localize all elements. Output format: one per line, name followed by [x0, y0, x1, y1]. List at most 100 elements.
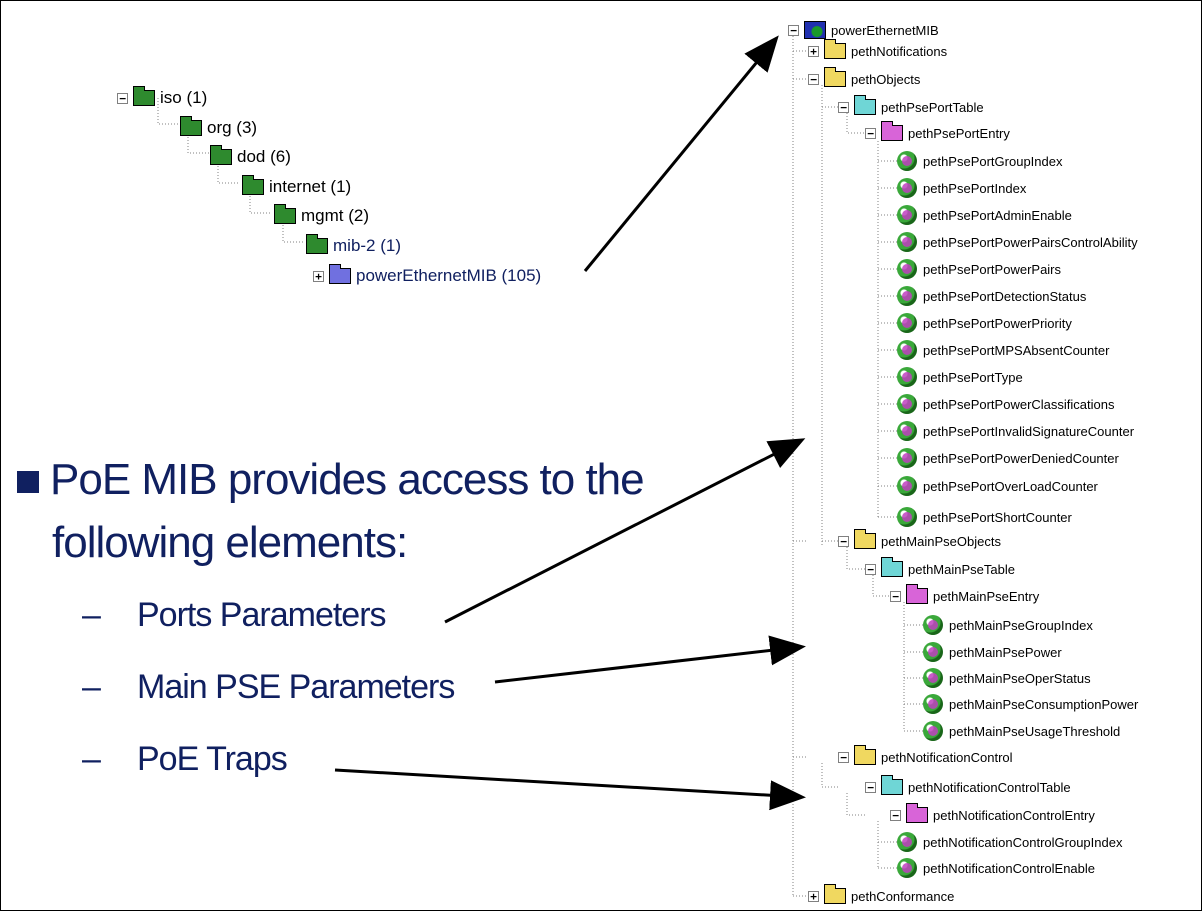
tree-leaf[interactable]: pethPsePortInvalidSignatureCounter: [897, 420, 1134, 442]
collapse-icon[interactable]: −: [890, 590, 901, 602]
tree-node-internet[interactable]: internet (1): [242, 175, 351, 198]
tree-leaf[interactable]: pethPsePortPowerClassifications: [897, 393, 1114, 415]
tree-node-conformance[interactable]: + pethConformance: [808, 884, 954, 907]
leaf-object-icon: [897, 858, 917, 878]
tree-node-notification-control-table[interactable]: − pethNotificationControlTable: [865, 775, 1071, 798]
folder-icon: [824, 67, 846, 87]
leaf-object-icon: [897, 232, 917, 252]
collapse-icon[interactable]: −: [865, 563, 876, 575]
folder-icon: [306, 234, 328, 254]
entry-icon: [906, 803, 928, 823]
tree-node-dod[interactable]: dod (6): [210, 145, 291, 168]
entry-icon: [906, 584, 928, 604]
leaf-object-icon: [897, 448, 917, 468]
tree-leaf[interactable]: pethPsePortMPSAbsentCounter: [897, 339, 1109, 361]
tree-leaf[interactable]: pethPsePortAdminEnable: [897, 204, 1072, 226]
tree-node-org[interactable]: org (3): [180, 116, 257, 139]
tree-node-root[interactable]: − powerEthernetMIB: [788, 19, 939, 41]
tree-node-main-pse-table[interactable]: − pethMainPseTable: [865, 557, 1015, 580]
mib-module-icon: [804, 21, 826, 39]
tree-leaf[interactable]: pethPsePortPowerDeniedCounter: [897, 447, 1119, 469]
tree-node-notification-control[interactable]: − pethNotificationControl: [838, 745, 1013, 768]
collapse-icon[interactable]: −: [838, 101, 849, 113]
collapse-icon[interactable]: −: [890, 809, 901, 821]
entry-icon: [881, 121, 903, 141]
leaf-object-icon: [897, 313, 917, 333]
folder-icon: [210, 145, 232, 165]
tree-node-powerethernetmib[interactable]: + powerEthernetMIB (105): [313, 264, 541, 287]
tree-node-pse-port-table[interactable]: − pethPsePortTable: [838, 95, 984, 118]
bullet-text-line2: following elements:: [52, 518, 408, 567]
folder-icon: [854, 745, 876, 765]
collapse-icon[interactable]: −: [808, 73, 819, 85]
table-icon: [854, 95, 876, 115]
tree-node-notification-control-entry[interactable]: − pethNotificationControlEntry: [890, 803, 1095, 826]
leaf-object-icon: [897, 832, 917, 852]
bullet-square-icon: [17, 471, 39, 493]
leaf-object-icon: [923, 694, 943, 714]
tree-leaf[interactable]: pethMainPsePower: [923, 641, 1062, 663]
tree-leaf[interactable]: pethNotificationControlGroupIndex: [897, 831, 1122, 853]
tree-leaf[interactable]: pethMainPseConsumptionPower: [923, 693, 1138, 715]
leaf-object-icon: [897, 476, 917, 496]
leaf-object-icon: [897, 507, 917, 527]
dash: –: [82, 668, 101, 706]
leaf-object-icon: [897, 394, 917, 414]
tree-leaf[interactable]: pethMainPseGroupIndex: [923, 614, 1093, 636]
tree-node-main-pse-entry[interactable]: − pethMainPseEntry: [890, 584, 1039, 607]
collapse-icon[interactable]: −: [865, 781, 876, 793]
tree-leaf[interactable]: pethPsePortPowerPairsControlAbility: [897, 231, 1138, 253]
leaf-object-icon: [897, 367, 917, 387]
expand-icon[interactable]: +: [313, 270, 324, 282]
table-icon: [881, 775, 903, 795]
collapse-icon[interactable]: −: [788, 24, 799, 36]
leaf-object-icon: [897, 151, 917, 171]
sub-item-ports-parameters: Ports Parameters: [137, 596, 387, 634]
leaf-object-icon: [923, 642, 943, 662]
collapse-icon[interactable]: −: [865, 127, 876, 139]
tree-leaf[interactable]: pethPsePortOverLoadCounter: [897, 475, 1098, 497]
leaf-object-icon: [897, 421, 917, 441]
tree-node-main-pse-objects[interactable]: − pethMainPseObjects: [838, 529, 1001, 552]
leaf-object-icon: [897, 259, 917, 279]
sub-item-main-pse-parameters: Main PSE Parameters: [137, 668, 455, 706]
tree-node-mib2[interactable]: mib-2 (1): [306, 234, 401, 257]
tree-node-mgmt[interactable]: mgmt (2): [274, 204, 369, 227]
folder-icon: [180, 116, 202, 136]
bullet-text-line1: PoE MIB provides access to the: [50, 455, 645, 504]
tree-leaf[interactable]: pethPsePortPowerPairs: [897, 258, 1061, 280]
folder-icon: [854, 529, 876, 549]
folder-icon: [824, 884, 846, 904]
tree-leaf[interactable]: pethPsePortType: [897, 366, 1023, 388]
folder-icon: [329, 264, 351, 284]
expand-icon[interactable]: +: [808, 890, 819, 902]
folder-icon: [242, 175, 264, 195]
folder-icon: [133, 86, 155, 106]
collapse-icon[interactable]: −: [838, 535, 849, 547]
tree-leaf[interactable]: pethNotificationControlEnable: [897, 857, 1095, 879]
tree-leaf[interactable]: pethPsePortPowerPriority: [897, 312, 1072, 334]
tree-node-objects[interactable]: − pethObjects: [808, 67, 920, 90]
tree-leaf[interactable]: pethMainPseOperStatus: [923, 667, 1091, 689]
tree-leaf[interactable]: pethPsePortShortCounter: [897, 506, 1072, 528]
tree-leaf[interactable]: pethPsePortGroupIndex: [897, 150, 1062, 172]
dash: –: [82, 740, 101, 778]
tree-leaf[interactable]: pethMainPseUsageThreshold: [923, 720, 1120, 742]
leaf-object-icon: [897, 286, 917, 306]
sub-item-poe-traps: PoE Traps: [137, 740, 288, 778]
collapse-icon[interactable]: −: [838, 751, 849, 763]
collapse-icon[interactable]: −: [117, 92, 128, 104]
leaf-object-icon: [923, 721, 943, 741]
dash: –: [82, 596, 101, 634]
folder-icon: [824, 39, 846, 59]
tree-node-iso[interactable]: − iso (1): [117, 86, 207, 109]
tree-leaf[interactable]: pethPsePortIndex: [897, 177, 1026, 199]
tree-leaf[interactable]: pethPsePortDetectionStatus: [897, 285, 1086, 307]
leaf-object-icon: [897, 205, 917, 225]
tree-node-pse-port-entry[interactable]: − pethPsePortEntry: [865, 121, 1010, 144]
leaf-object-icon: [897, 340, 917, 360]
expand-icon[interactable]: +: [808, 45, 819, 57]
leaf-object-icon: [923, 615, 943, 635]
tree-node-notifications[interactable]: + pethNotifications: [808, 39, 947, 62]
